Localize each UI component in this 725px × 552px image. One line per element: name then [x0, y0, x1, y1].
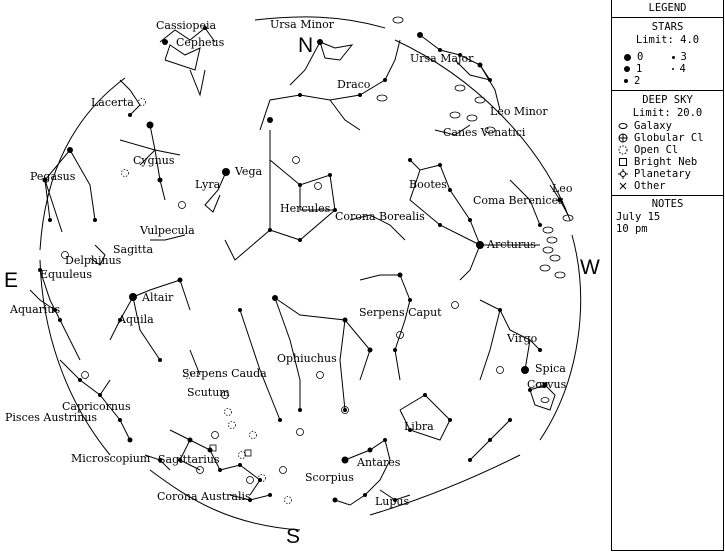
magnitude-item: 1 [624, 63, 672, 75]
magnitude-key: 0 3 1 4 2 [616, 51, 719, 87]
constellation-label: Pegasus [30, 170, 76, 183]
constellation-label: Leo [552, 182, 573, 195]
constellation-label: Equuleus [40, 268, 92, 281]
constellation-label: Sagittarius [158, 453, 220, 466]
legend-notes-section: NOTES July 15 10 pm [612, 196, 723, 235]
constellation-label: Lacerta [91, 96, 134, 109]
constellation-labels: Cassiopeia Cepheus Ursa Minor Ursa Major… [5, 18, 573, 508]
constellation-label: Draco [337, 78, 371, 91]
constellation-label: Vulpecula [139, 224, 195, 237]
constellation-label: Serpens Cauda [182, 367, 267, 380]
stars [38, 26, 563, 503]
constellation-label: Scutum [187, 386, 230, 399]
star-dot-icon [671, 55, 675, 59]
stars-title: STARS [651, 21, 684, 33]
constellation-label: Cepheus [176, 36, 225, 49]
constellation-label: Aquarius [9, 303, 60, 316]
deepsky-item-galaxy: Galaxy [616, 120, 719, 132]
direction-north: N [298, 34, 313, 57]
constellation-label: Cygnus [133, 154, 175, 167]
star-dot-icon [624, 66, 630, 72]
magnitude-item: 3 [671, 51, 720, 63]
constellation-label: Bootes [409, 178, 447, 191]
deepsky-label: Other [634, 180, 666, 192]
constellation-label: Sagitta [113, 243, 153, 256]
star-dot-icon [671, 68, 674, 70]
constellation-label: Corvus [527, 378, 567, 391]
constellation-label: Hercules [280, 202, 331, 215]
magnitude-item: 0 [624, 51, 672, 63]
deepsky-label: Globular Cl [634, 132, 704, 144]
constellation-label: Corona Australis [157, 490, 251, 503]
constellation-label: Vega [234, 165, 262, 178]
constellation-label: Lyra [195, 178, 221, 191]
notes-title: NOTES [651, 198, 684, 210]
constellation-label: Virgo [506, 332, 538, 345]
legend-title: LEGEND [612, 0, 723, 18]
deepsky-label: Open Cl [634, 144, 679, 156]
constellation-label: Scorpius [305, 471, 354, 484]
constellation-label: Serpens Caput [359, 306, 442, 319]
direction-south: S [286, 525, 300, 548]
direction-east: E [4, 269, 18, 292]
direction-west: W [580, 256, 600, 279]
constellation-label: Arcturus [486, 238, 536, 251]
deepsky-label: Planetary [634, 168, 691, 180]
deepsky-item-other: Other [616, 180, 719, 192]
star-chart: N S E W Cassiopeia Cepheus Ursa Minor Ur… [4, 16, 600, 548]
magnitude-item: 4 [671, 63, 720, 75]
constellation-label: Aquila [117, 313, 154, 326]
legend-panel: LEGEND STARS Limit: 4.0 0 3 1 4 2 DEEP S… [611, 0, 724, 551]
constellation-label: Capricornus [62, 400, 131, 413]
x-icon [619, 182, 627, 190]
deepsky-label: Bright Neb [634, 156, 698, 168]
constellation-label: Pisces Austrinus [5, 411, 97, 424]
constellation-label: Spica [535, 362, 566, 375]
star-dot-icon [624, 53, 631, 61]
square-icon [619, 158, 627, 166]
horizon-arc [39, 16, 582, 531]
constellation-label: Ursa Major [410, 52, 474, 65]
constellation-label: Libra [404, 420, 434, 433]
constellation-label: Lupus [375, 495, 410, 508]
planetary-icon [618, 169, 628, 179]
stars-limit: Limit: 4.0 [635, 34, 700, 46]
deepsky-title: DEEP SKY [642, 94, 693, 106]
constellation-label: Antares [356, 456, 401, 469]
notes-line: July 15 [616, 211, 661, 223]
constellation-label: Altair [141, 291, 174, 304]
magnitude-item: 2 [624, 75, 672, 87]
deep-sky-objects [61, 16, 574, 504]
deepsky-label: Galaxy [634, 120, 672, 132]
constellation-label: Microscopium [71, 452, 151, 465]
constellation-label: Corona Borealis [335, 210, 425, 223]
dotted-circle-icon [618, 145, 628, 155]
constellation-label: Ursa Minor [270, 18, 335, 31]
constellation-label: Coma Berenices [473, 194, 564, 207]
deepsky-item-open: Open Cl [616, 144, 719, 156]
deepsky-item-globular: Globular Cl [616, 132, 719, 144]
constellation-lines [29, 27, 569, 506]
legend-stars-section: STARS Limit: 4.0 0 3 1 4 2 [612, 18, 723, 91]
notes-line: 10 pm [616, 223, 648, 235]
legend-deepsky-section: DEEP SKY Limit: 20.0 Galaxy Globular Cl … [612, 91, 723, 196]
ellipse-icon [618, 123, 628, 129]
star-dot-icon [624, 79, 628, 83]
constellation-label: Ophiuchus [277, 352, 337, 365]
deepsky-item-planetary: Planetary [616, 168, 719, 180]
constellation-label: Canes Venatici [443, 126, 526, 139]
crossed-circle-icon [618, 133, 628, 143]
constellation-label: Delphinus [65, 254, 122, 267]
deepsky-item-nebula: Bright Neb [616, 156, 719, 168]
constellation-label: Leo Minor [490, 105, 548, 118]
constellation-label: Cassiopeia [156, 19, 216, 32]
deepsky-limit: Limit: 20.0 [632, 107, 703, 119]
